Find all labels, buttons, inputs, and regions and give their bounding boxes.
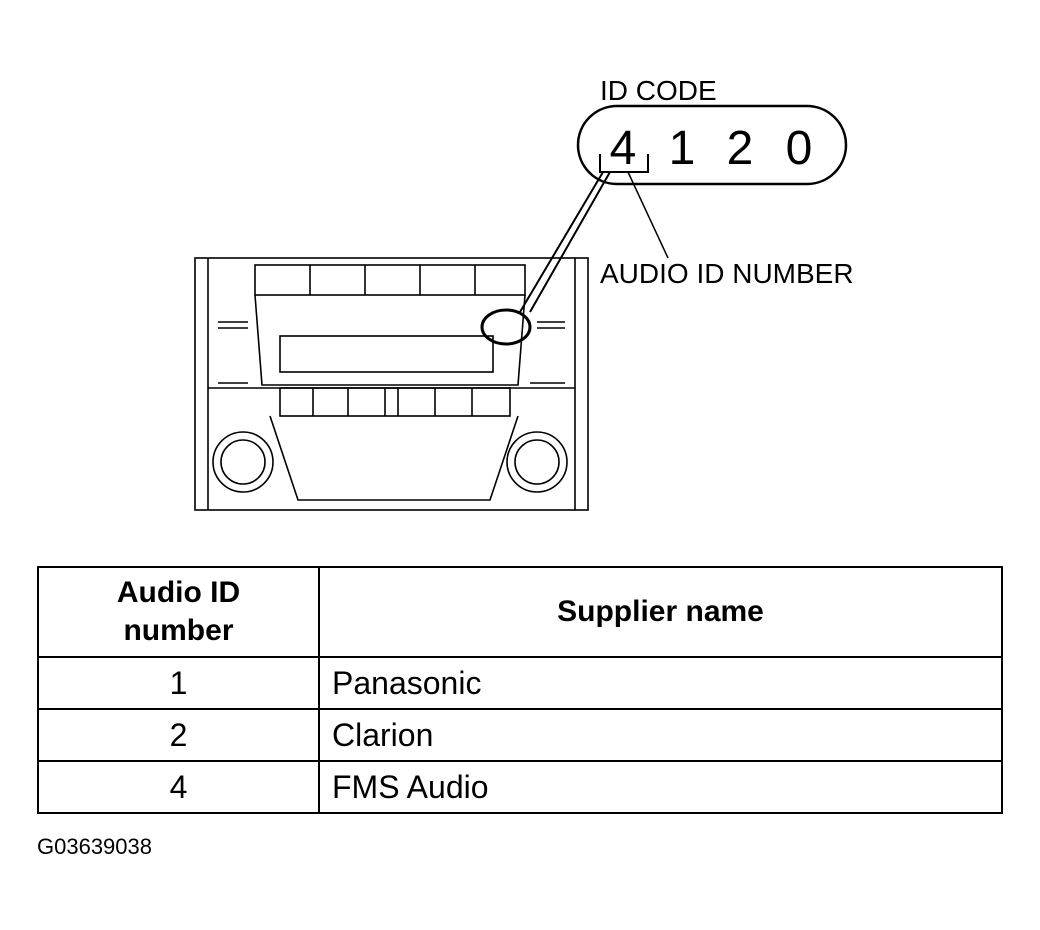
- audio-unit-diagram: ID CODE 4 1 2 0 AUDIO ID NUMBER: [194, 75, 854, 511]
- table-row: 2 Clarion: [37, 708, 1003, 762]
- digit-bracket: [599, 154, 649, 173]
- figure-code: G03639038: [37, 834, 152, 859]
- supplier-cell: Clarion: [318, 708, 1003, 762]
- leader-line-right: [529, 171, 611, 313]
- supplier-cell: FMS Audio: [318, 760, 1003, 814]
- audio-id-cell: 2: [37, 708, 320, 762]
- table-header-row: Audio ID number Supplier name: [37, 566, 1003, 658]
- header-supplier-name: Supplier name: [318, 566, 1003, 658]
- code-digit-1: 4: [610, 122, 637, 175]
- audio-id-cell: 1: [37, 656, 320, 710]
- code-digit-4: 0: [786, 122, 813, 175]
- audio-id-number-label: AUDIO ID NUMBER: [600, 258, 854, 289]
- code-digit-2: 1: [669, 122, 696, 175]
- header-audio-id: Audio ID number: [37, 566, 320, 658]
- id-code-bubble: [576, 104, 848, 186]
- id-location-circle: [480, 308, 532, 346]
- leader-line-label: [627, 171, 669, 259]
- supplier-cell: Panasonic: [318, 656, 1003, 710]
- table-row: 4 FMS Audio: [37, 760, 1003, 814]
- audio-id-cell: 4: [37, 760, 320, 814]
- radio-unit: [194, 257, 589, 511]
- header-audio-id-text: Audio ID number: [116, 576, 241, 647]
- id-code-label: ID CODE: [600, 75, 717, 106]
- leader-line-left: [519, 171, 604, 313]
- code-digit-3: 2: [727, 122, 754, 175]
- table-row: 1 Panasonic: [37, 656, 1003, 710]
- supplier-table: Audio ID number Supplier name 1 Panasoni…: [37, 566, 1003, 814]
